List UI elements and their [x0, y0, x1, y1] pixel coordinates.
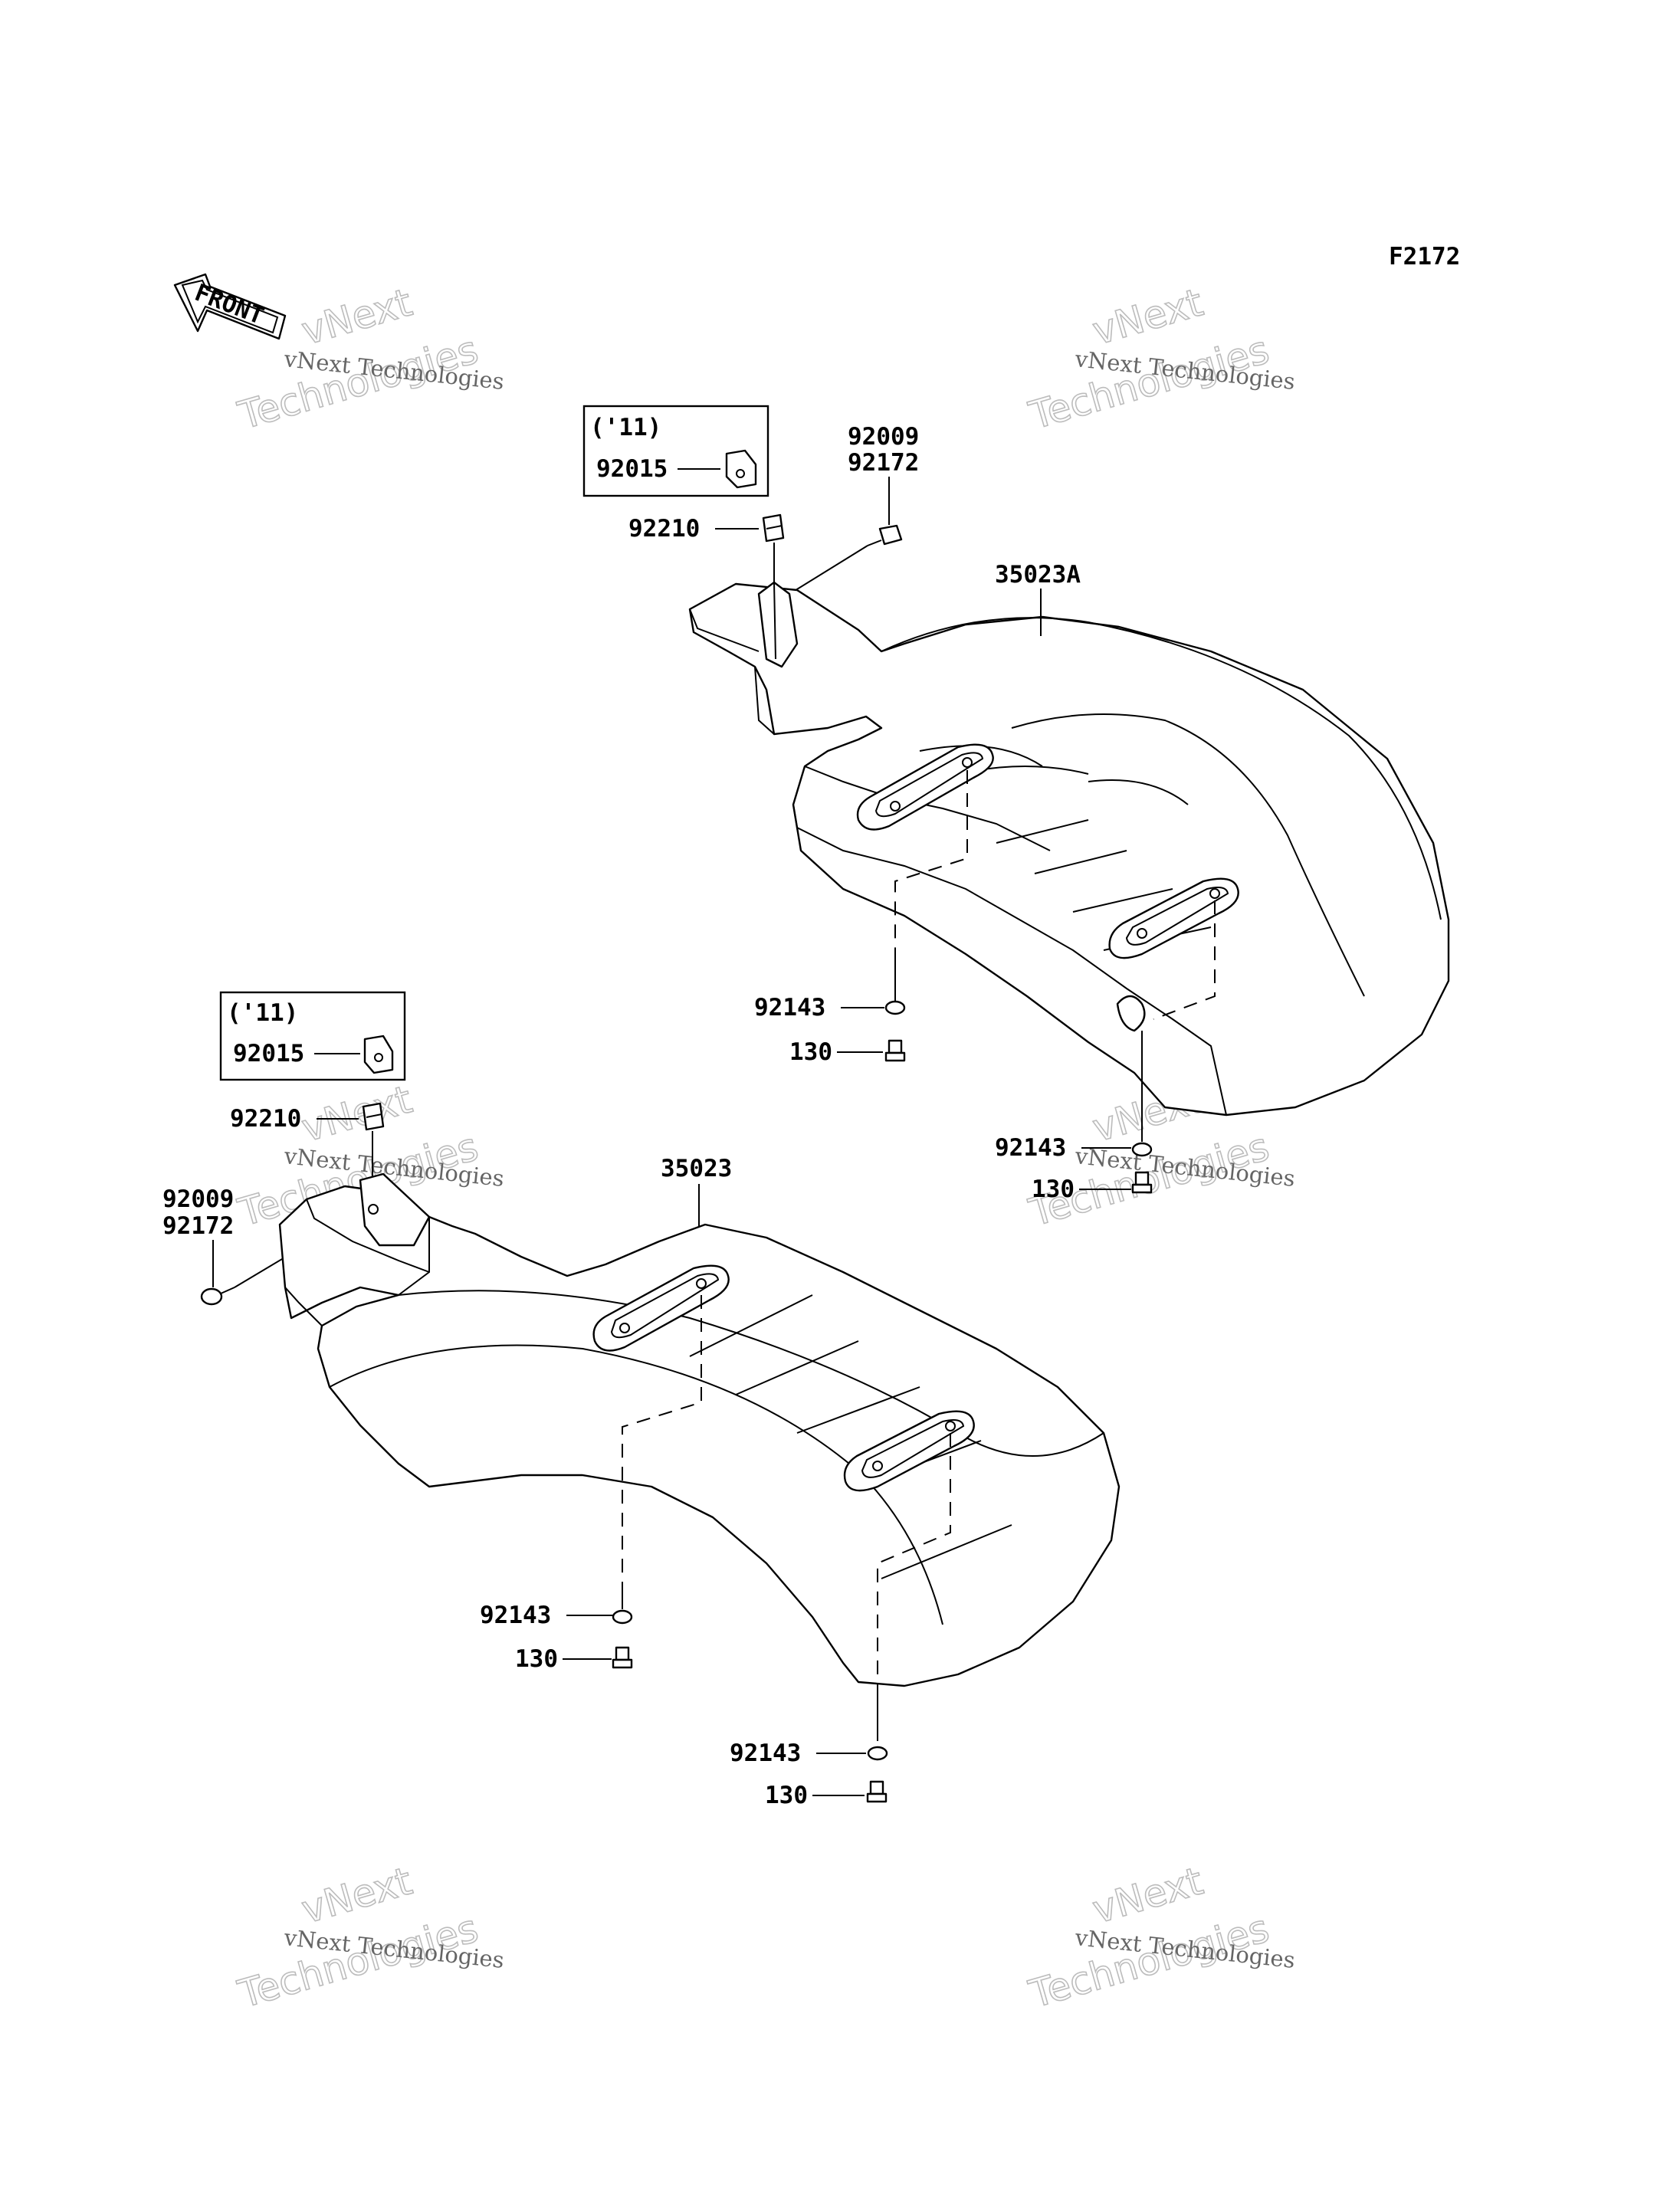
- upper-screw-front-icon: [884, 1039, 906, 1062]
- lower-year-label: ('11): [227, 999, 298, 1027]
- upper-washer-front-label: 92143: [754, 994, 825, 1021]
- lower-screw-front-icon: [612, 1646, 633, 1669]
- svg-text:vNext: vNext: [297, 280, 416, 354]
- watermark-bottom-left: vNext Technologies vNext Technologies: [233, 1858, 506, 2018]
- upper-box-clip-icon: [725, 449, 757, 489]
- lower-screw-rear-label: 130: [765, 1782, 808, 1809]
- upper-bolt-label-b: 92172: [848, 449, 919, 477]
- upper-year-box: ('11) 92015: [582, 405, 769, 497]
- lower-year-box: ('11) 92015: [219, 991, 406, 1081]
- watermark-bottom-right: vNext Technologies vNext Technologies: [1024, 1858, 1297, 2018]
- lower-washer-front-icon: [612, 1609, 633, 1625]
- svg-text:vNext: vNext: [1088, 1859, 1207, 1933]
- upper-screw-rear-icon: [1131, 1171, 1153, 1194]
- upper-year-label: ('11): [590, 414, 661, 441]
- front-arrow-icon: FRONT: [173, 273, 287, 340]
- lower-washer-front-label: 92143: [480, 1602, 551, 1629]
- svg-text:vNext: vNext: [297, 1859, 416, 1933]
- lower-washer-rear-icon: [867, 1746, 888, 1761]
- upper-clip-icon: [762, 513, 785, 543]
- lower-slot-front: [592, 1264, 730, 1352]
- lower-box-clip-icon: [363, 1035, 394, 1074]
- upper-fender-label: 35023A: [995, 561, 1081, 589]
- lower-box-part-label: 92015: [233, 1040, 304, 1067]
- upper-bolt-icon: [867, 524, 903, 546]
- upper-clip-label: 92210: [628, 515, 700, 543]
- upper-assembly: ('11) 92015 92210 92009 92172: [582, 405, 1450, 1203]
- lower-clip-icon: [362, 1102, 385, 1131]
- upper-washer-rear-icon: [1131, 1142, 1153, 1157]
- upper-box-part-label: 92015: [596, 455, 668, 483]
- upper-screw-front-label: 130: [789, 1038, 832, 1066]
- lower-bolt-icon: [200, 1287, 235, 1306]
- lower-fender-35023: [278, 1172, 1121, 1687]
- upper-fender-35023A: [688, 581, 1450, 1117]
- upper-slot-front: [856, 743, 994, 831]
- lower-screw-front-label: 130: [515, 1645, 558, 1673]
- upper-slot-rear: [1108, 877, 1239, 959]
- lower-fender-label: 35023: [661, 1155, 732, 1182]
- upper-bolt-label-a: 92009: [848, 423, 919, 451]
- lower-slot-rear: [843, 1410, 975, 1492]
- svg-text:vNext: vNext: [1088, 280, 1207, 354]
- lower-assembly: ('11) 92015 92210 92009 92172: [162, 991, 1121, 1809]
- svg-text:vNext: vNext: [297, 1077, 416, 1151]
- lower-bolt-label-a: 92009: [162, 1185, 234, 1213]
- upper-washer-rear-label: 92143: [995, 1134, 1066, 1162]
- upper-washer-front-icon: [884, 1000, 906, 1015]
- lower-washer-rear-label: 92143: [730, 1740, 801, 1767]
- lower-bolt-label-b: 92172: [162, 1212, 234, 1240]
- lower-clip-label: 92210: [230, 1105, 301, 1133]
- lower-screw-rear-icon: [866, 1780, 888, 1803]
- watermark-top-left: vNext Technologies vNext Technologies: [233, 280, 506, 439]
- figure-code: F2172: [1389, 243, 1460, 271]
- upper-screw-rear-label: 130: [1032, 1176, 1075, 1203]
- watermark-top-right: vNext Technologies vNext Technologies: [1024, 280, 1297, 439]
